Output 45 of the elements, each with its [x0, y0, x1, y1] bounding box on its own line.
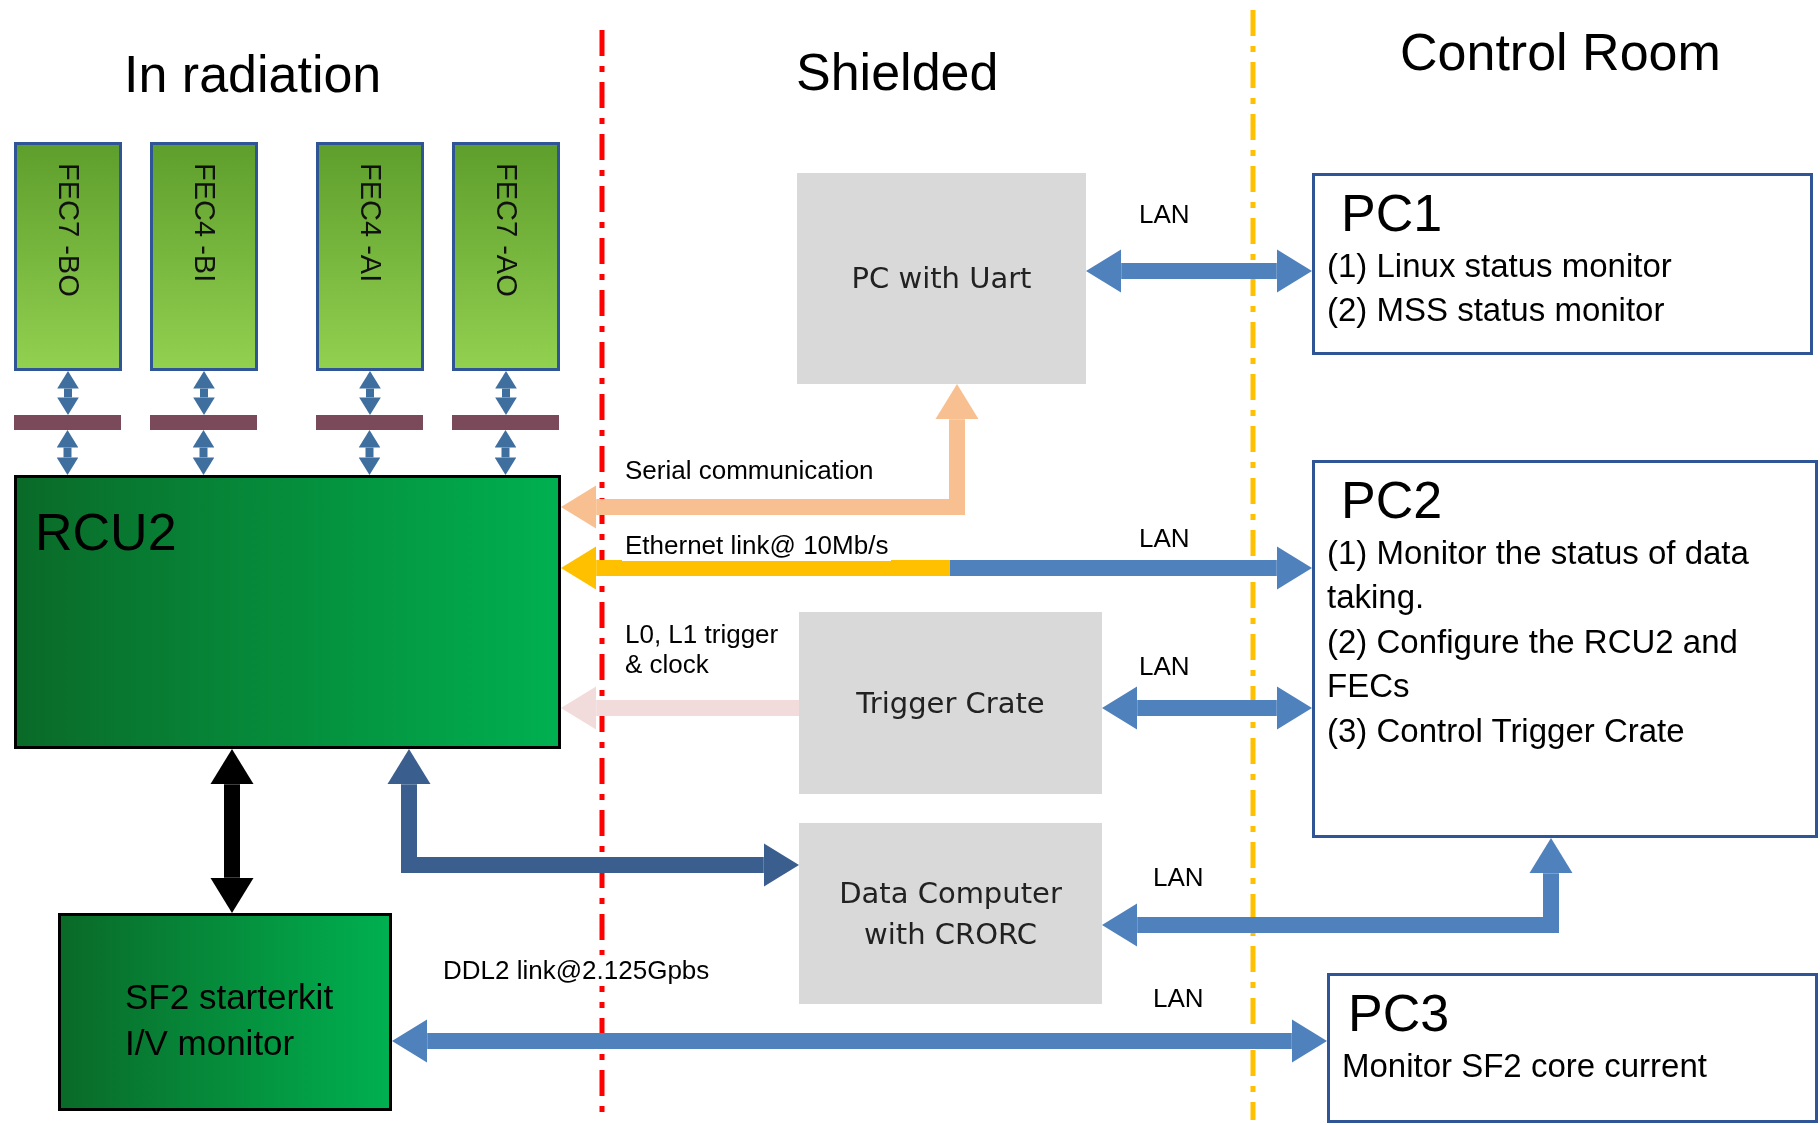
computer-task: (2) Configure the RCU2 and FECs — [1327, 621, 1739, 707]
computer-task: (1) Linux status monitor — [1327, 245, 1673, 286]
board-box — [316, 142, 424, 371]
computer-title: PC3 — [1348, 984, 1450, 1044]
computer-task: Monitor SF2 core current — [1342, 1045, 1708, 1086]
board-label: FEC4 -BI — [189, 163, 219, 283]
arrow — [195, 371, 213, 415]
arrow — [58, 430, 77, 475]
board-label: SF2 starterkit I/V monitor — [125, 976, 335, 1064]
arrow — [59, 371, 77, 415]
bar-shape — [14, 415, 121, 430]
bar-shape — [452, 415, 559, 430]
zone-title: Control Room — [1400, 22, 1721, 82]
board-box — [14, 142, 122, 371]
process-box — [797, 173, 1086, 384]
board-box — [452, 142, 560, 371]
board-title: RCU2 — [35, 506, 177, 558]
computer-box — [1312, 460, 1818, 838]
bar-shape — [150, 415, 257, 430]
board-box — [58, 913, 392, 1111]
box-label: Trigger Crate — [855, 684, 1046, 722]
board-box — [150, 142, 258, 371]
arrow — [361, 371, 379, 415]
process-box — [799, 612, 1102, 794]
board-box — [14, 475, 561, 749]
computer-title: PC2 — [1341, 471, 1443, 531]
box-label: Data Computer with CRORC — [838, 874, 1063, 953]
zone-title: In radiation — [124, 44, 382, 104]
board-label: FEC4 -AI — [355, 163, 385, 283]
arrow — [496, 430, 515, 475]
computer-task: (2) MSS status monitor — [1327, 290, 1666, 331]
computer-task: (3) Control Trigger Crate — [1327, 711, 1686, 751]
arrow — [194, 430, 213, 475]
board-label: FEC7 -BO — [53, 163, 83, 297]
computer-box — [1312, 173, 1813, 355]
computer-title: PC1 — [1341, 184, 1443, 244]
box-label: PC with Uart — [850, 260, 1033, 298]
zone-title: Shielded — [796, 42, 999, 102]
arrow — [360, 430, 379, 475]
arrow — [497, 371, 515, 415]
board-label: FEC7 -AO — [491, 163, 521, 297]
process-box — [799, 823, 1102, 1004]
computer-box — [1327, 973, 1818, 1123]
computer-task: (1) Monitor the status of data taking. — [1327, 532, 1750, 618]
bar-shape — [316, 415, 423, 430]
